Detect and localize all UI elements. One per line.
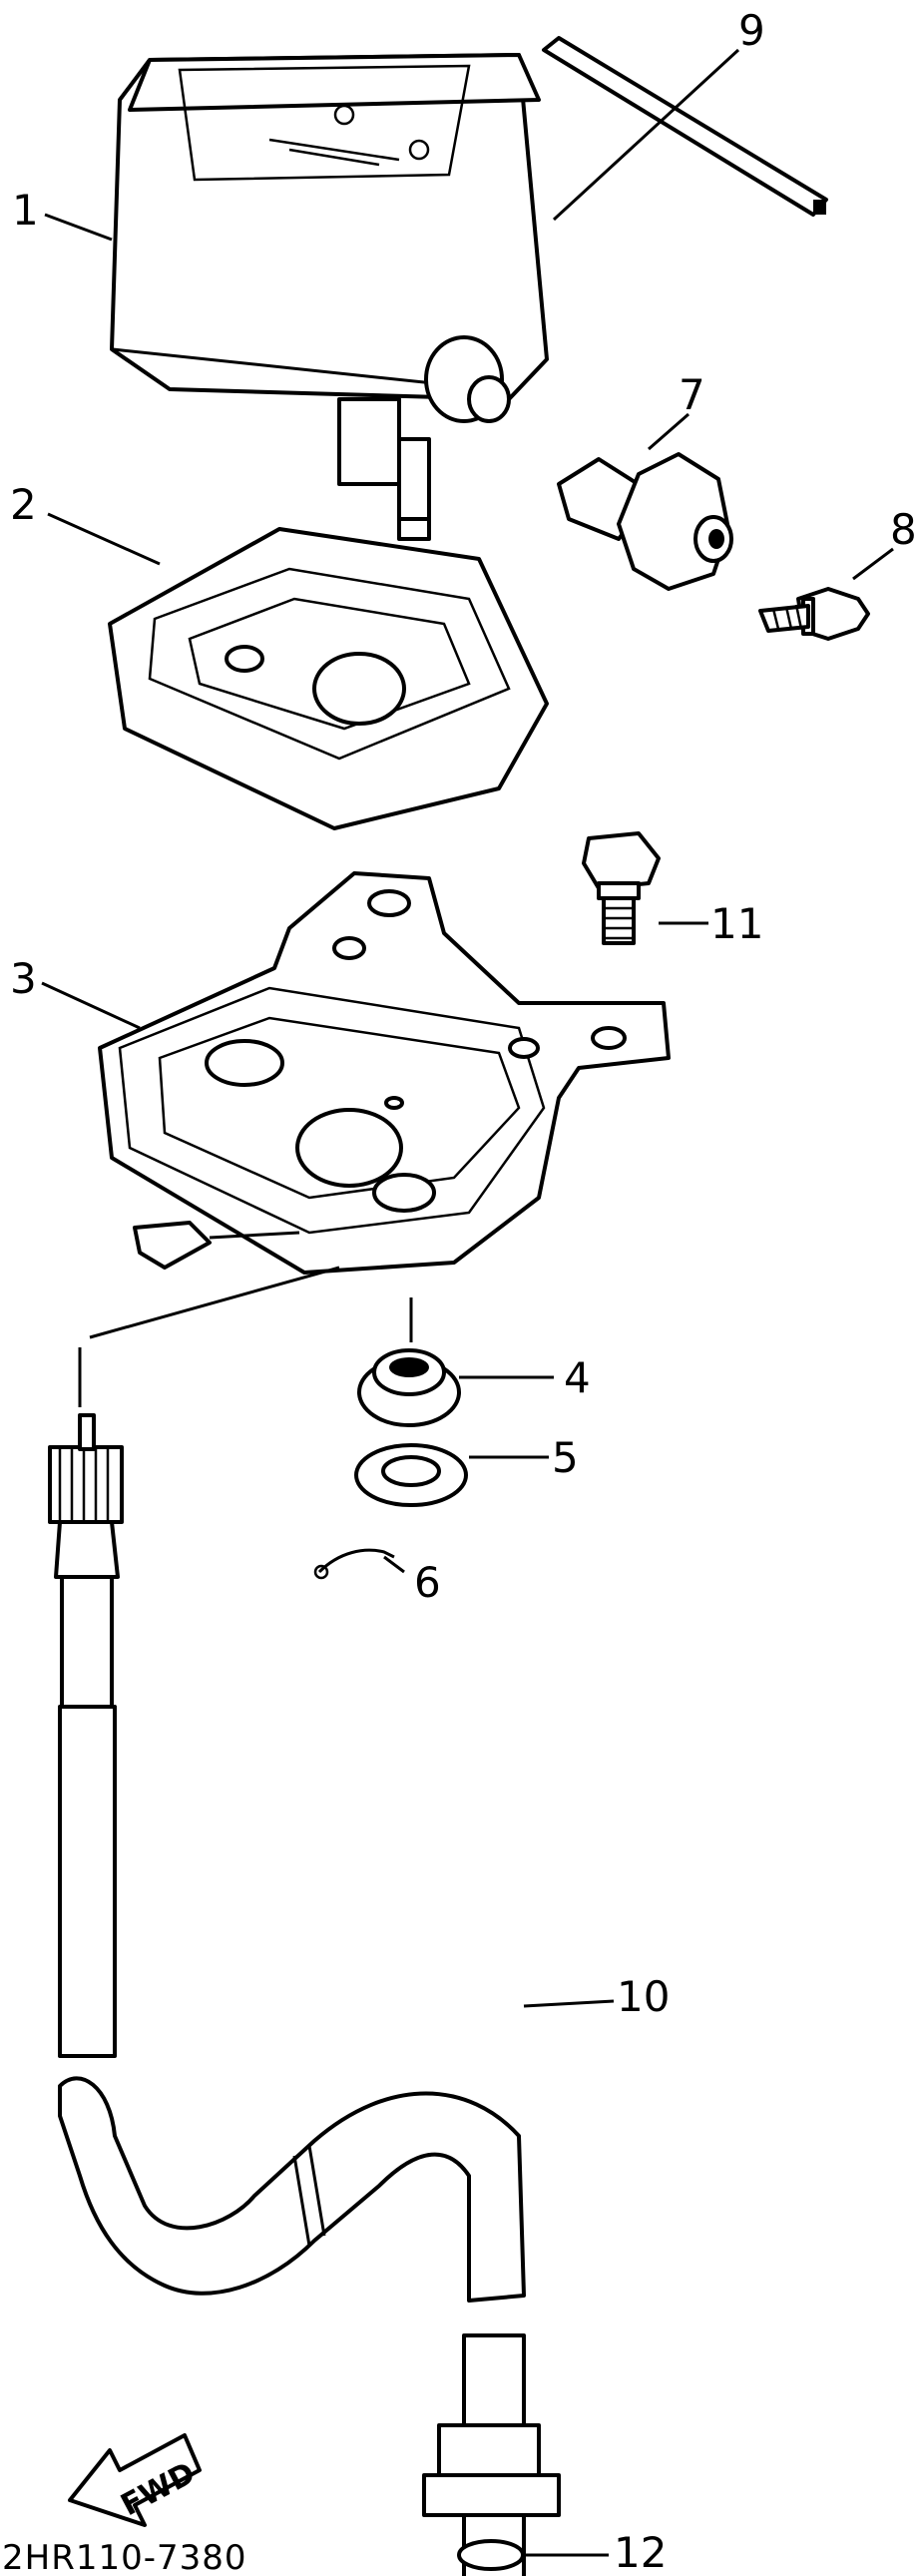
callout-3: 3 [10,954,37,1003]
diagram-code: 2HR110-7380 [2,2538,247,2576]
part-6-clip [313,1548,395,1580]
callout-8: 8 [890,505,917,554]
part-12-o-ring [422,2423,561,2571]
callout-1: 1 [12,186,39,235]
part-1-meter-housing [110,53,549,541]
part-10-meter-cable [48,1413,526,2576]
callout-12: 12 [614,2528,667,2576]
callout-4: 4 [564,1353,591,1402]
part-9-strip [542,36,828,217]
part-2-cushion [108,527,549,830]
part-3-bracket [98,871,671,1275]
callout-5: 5 [552,1433,579,1482]
callout-6: 6 [414,1558,441,1607]
callout-2: 2 [10,480,37,529]
leader-lines [41,48,894,2557]
part-5-washer [354,1443,468,1507]
part-8-screw [758,587,870,641]
callout-7: 7 [679,370,705,419]
callout-9: 9 [738,6,765,55]
part-4-grommet [357,1348,461,1427]
callout-11: 11 [710,899,763,948]
part-7-gear [557,452,733,591]
part-11-bolt [582,831,661,945]
fwd-arrow: FWD [68,2433,202,2527]
callout-10: 10 [617,1972,670,2021]
